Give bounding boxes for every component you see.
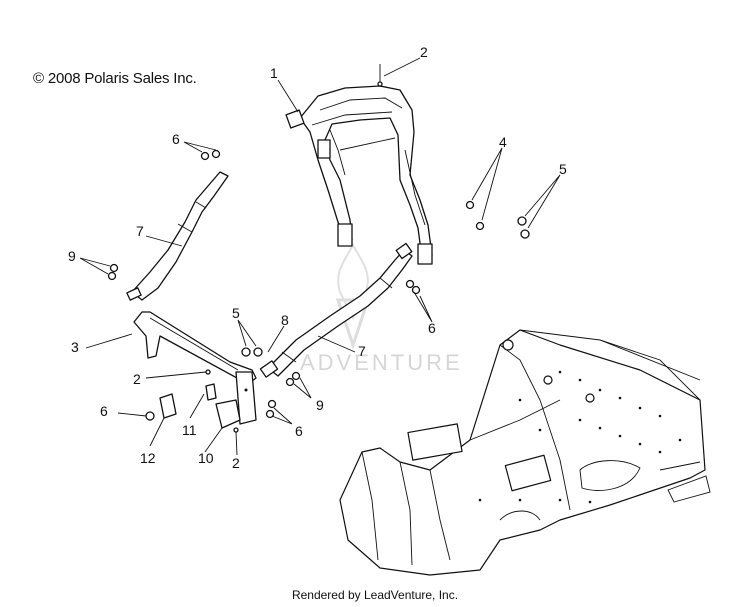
callout-12: 12	[140, 450, 156, 466]
watermark-text: ADVENTURE	[300, 350, 463, 375]
callout-1: 1	[270, 65, 278, 81]
callout-4: 4	[499, 134, 507, 150]
callout-8: 8	[281, 312, 289, 328]
watermark: ADVENTURE	[300, 242, 463, 375]
callout-3: 3	[71, 339, 79, 355]
callout-10: 10	[198, 450, 214, 466]
callout-5: 5	[559, 161, 567, 177]
callouts: 1 2 4 5 6 7 9 3 5 8 7 6 2 6 11 9 6 12 10…	[68, 44, 567, 471]
callout-9b: 9	[316, 397, 324, 413]
callout-6b: 6	[428, 320, 436, 336]
footer-credit: Rendered by LeadVenture, Inc.	[291, 588, 459, 602]
callout-5b: 5	[232, 305, 240, 321]
callout-2b: 2	[133, 371, 141, 387]
chassis-frame	[339, 329, 711, 576]
tube-part-right	[259, 242, 413, 378]
callout-11: 11	[182, 422, 197, 438]
small-brackets	[159, 383, 241, 429]
callout-9: 9	[68, 248, 76, 264]
tube-part-left	[126, 171, 229, 301]
callout-7: 7	[136, 223, 144, 239]
copyright-notice: © 2008 Polaris Sales Inc.	[33, 70, 197, 87]
callout-2c: 2	[232, 455, 240, 471]
callout-2: 2	[420, 44, 428, 60]
upper-hoop-part	[285, 64, 433, 265]
crossbar-bracket-part	[133, 311, 257, 425]
leader-lines	[79, 57, 561, 456]
callout-6: 6	[172, 131, 180, 147]
fasteners	[107, 149, 530, 433]
callout-6c: 6	[100, 403, 108, 419]
callout-7b: 7	[358, 343, 366, 359]
callout-6d: 6	[295, 423, 303, 439]
